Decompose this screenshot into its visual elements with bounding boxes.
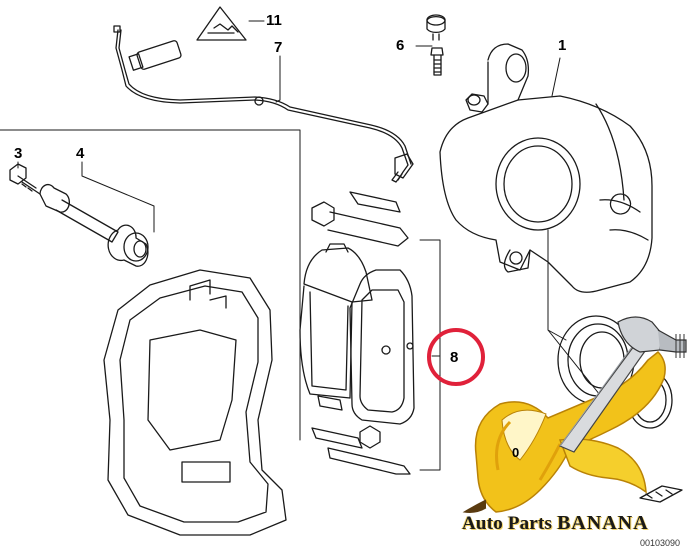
highlight-circle	[427, 328, 485, 386]
brand-watermark: Auto Parts BANANA	[462, 512, 649, 535]
callout-7: 7	[274, 39, 283, 56]
warning-label-part-11	[196, 6, 247, 41]
guide-sleeve-part-4	[39, 183, 149, 267]
wear-sensor-part-7	[113, 25, 414, 183]
guide-bolt-part-3	[9, 163, 41, 195]
callout-4: 4	[76, 145, 85, 162]
diagram-code: 00103090	[640, 538, 681, 548]
brake-pads-part-8	[299, 191, 415, 475]
brand-text-part1: Auto Parts	[462, 513, 558, 534]
bleeder-screw-part-6	[426, 14, 446, 76]
caliper-housing-part-1	[439, 43, 653, 293]
callout-6: 6	[396, 37, 405, 54]
callout-3: 3	[14, 145, 23, 162]
callout-11: 11	[266, 12, 282, 29]
callout-1: 1	[558, 37, 567, 54]
callout-10-partial: 0	[512, 445, 520, 460]
brand-text-part2: BANANA	[557, 512, 649, 534]
leader-lines	[0, 20, 621, 471]
callout-8: 8	[450, 349, 459, 366]
caliper-carrier	[103, 269, 287, 536]
banana-logo	[462, 316, 687, 513]
